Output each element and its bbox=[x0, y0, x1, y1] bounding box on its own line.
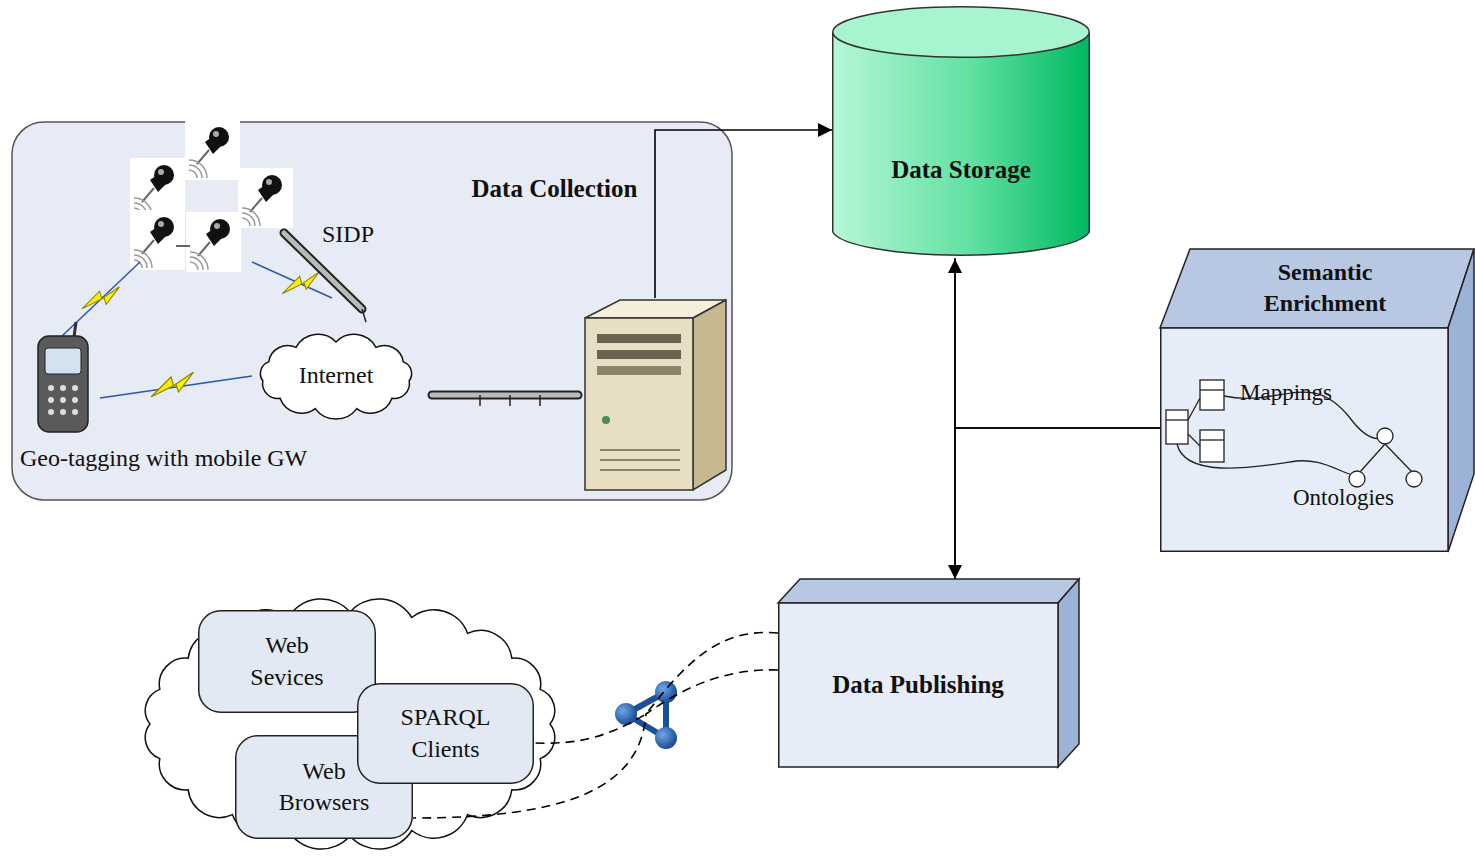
connector bbox=[955, 428, 1160, 578]
publishing-box: Data Publishing bbox=[778, 578, 1080, 768]
node-label: SPARQL Clients bbox=[386, 702, 506, 764]
caption-label: Geo-tagging with mobile GW bbox=[20, 444, 307, 473]
node-label: Web Sevices bbox=[227, 630, 347, 692]
sensor-pins bbox=[130, 120, 293, 272]
part-label: Ontologies bbox=[1293, 484, 1394, 512]
internet-cloud: Internet bbox=[246, 330, 426, 422]
client-cloud bbox=[145, 599, 554, 849]
dashed-connector bbox=[534, 632, 778, 743]
node-label: Data Publishing bbox=[832, 669, 1004, 702]
text-area: SPARQL Clients bbox=[357, 683, 534, 784]
connector bbox=[655, 130, 832, 298]
client-box: SPARQL Clients bbox=[357, 683, 534, 784]
text-area: Semantic Enrichment bbox=[1190, 250, 1460, 326]
text-area: Data Storage bbox=[832, 118, 1090, 222]
storage-cylinder: Data Storage bbox=[832, 6, 1090, 258]
text-area: Web Sevices bbox=[198, 610, 376, 713]
panel-ground bbox=[12, 122, 732, 500]
node-outline bbox=[198, 610, 376, 713]
link-label: SIDP bbox=[322, 220, 374, 249]
node-label: Internet bbox=[299, 360, 374, 391]
network-bar bbox=[432, 395, 578, 406]
client-box: Web Sevices bbox=[198, 610, 376, 713]
collection-panel: Data CollectionInternet bbox=[12, 122, 732, 500]
node-label: Semantic Enrichment bbox=[1225, 257, 1425, 319]
text-area: Data Collection bbox=[467, 144, 642, 234]
node-label: Data Collection bbox=[472, 173, 638, 206]
node-label: Data Storage bbox=[891, 154, 1031, 187]
text-area: Internet bbox=[246, 330, 426, 422]
connector bbox=[955, 258, 1160, 428]
text-area: Data Publishing bbox=[778, 603, 1058, 768]
node-outline bbox=[357, 683, 534, 784]
server-tower bbox=[585, 300, 726, 490]
node-outline bbox=[832, 6, 1090, 258]
mobile-phone bbox=[38, 322, 88, 432]
part-label: Mappings bbox=[1240, 379, 1332, 407]
